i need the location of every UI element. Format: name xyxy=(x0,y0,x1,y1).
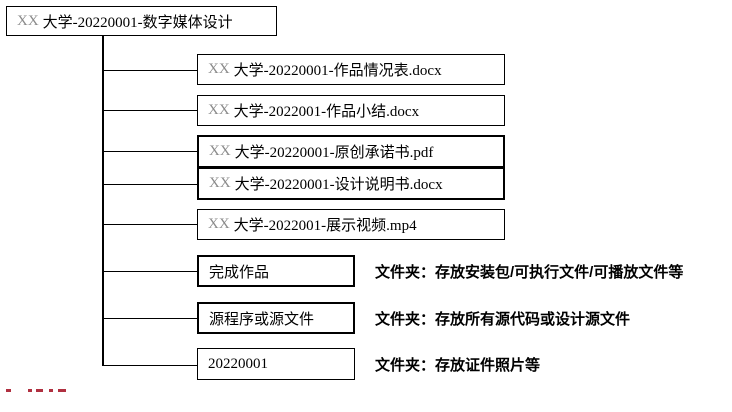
clipped-text-fragment xyxy=(4,389,74,393)
tree-branch-line xyxy=(103,365,197,366)
file-prefix: XX xyxy=(208,102,230,118)
tree-branch-line xyxy=(103,151,197,152)
file-label: 大学-20220001-设计说明书.docx xyxy=(234,177,443,193)
folder-label: 源程序或源文件 xyxy=(209,311,315,328)
tree-branch-line xyxy=(103,184,197,185)
file-prefix: XX xyxy=(209,143,231,159)
tree-trunk-line xyxy=(102,36,104,366)
folder-note-source-files: 文件夹：存放所有源代码或设计源文件 xyxy=(375,310,631,328)
file-label: 大学-2022001-展示视频.mp4 xyxy=(233,218,417,234)
folder-box-finished-work: 完成作品 xyxy=(197,255,355,287)
file-box-work-info-table: XX 大学-20220001-作品情况表.docx xyxy=(197,54,505,85)
file-label: 大学-20220001-原创承诺书.pdf xyxy=(234,145,434,161)
folder-box-id-photos: 20220001 xyxy=(197,348,355,380)
tree-branch-line xyxy=(103,318,197,319)
folder-note-finished-work: 文件夹：存放安装包/可执行文件/可播放文件等 xyxy=(375,263,684,281)
folder-box-source-files: 源程序或源文件 xyxy=(197,302,355,334)
tree-branch-line xyxy=(103,70,197,71)
root-label: 大学-20220001-数字媒体设计 xyxy=(42,14,233,31)
root-folder-box: XX 大学-20220001-数字媒体设计 xyxy=(6,6,277,36)
file-prefix: XX xyxy=(208,61,230,77)
file-box-work-summary: XX 大学-2022001-作品小结.docx xyxy=(197,95,505,126)
file-label: 大学-20220001-作品情况表.docx xyxy=(233,63,442,79)
file-prefix: XX xyxy=(208,216,230,232)
root-prefix: XX xyxy=(17,12,39,29)
tree-branch-line xyxy=(103,110,197,111)
tree-branch-line xyxy=(103,271,197,272)
file-prefix: XX xyxy=(209,175,231,191)
folder-label: 完成作品 xyxy=(209,264,270,281)
file-box-originality-pledge: XX 大学-20220001-原创承诺书.pdf xyxy=(197,135,505,168)
file-label: 大学-2022001-作品小结.docx xyxy=(233,104,420,120)
file-box-demo-video: XX 大学-2022001-展示视频.mp4 xyxy=(197,209,505,240)
file-box-design-specification: XX 大学-20220001-设计说明书.docx xyxy=(197,167,505,200)
tree-branch-line xyxy=(103,224,197,225)
folder-note-id-photos: 文件夹：存放证件照片等 xyxy=(375,356,541,374)
folder-label: 20220001 xyxy=(208,355,268,372)
